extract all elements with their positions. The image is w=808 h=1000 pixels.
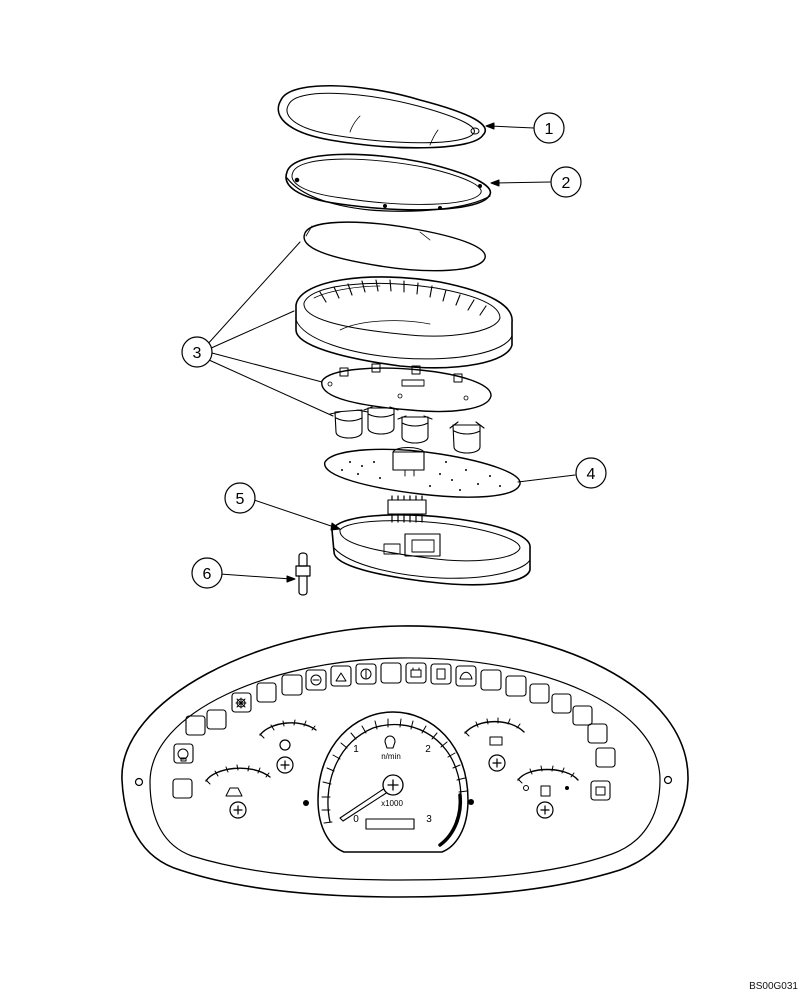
- tach-tick-label-1: 1: [353, 744, 359, 755]
- tach-red-zone: [438, 793, 463, 847]
- leader-lines: [205, 122, 576, 583]
- callout-4: 4: [575, 457, 607, 489]
- figure-code: BS00G031: [749, 981, 798, 992]
- part-3-faceplate: [321, 363, 492, 413]
- part-3-decal: [303, 221, 486, 272]
- part-4-circuit-board: [324, 447, 521, 498]
- tach-engine-icon: [384, 735, 396, 749]
- part-6-bulb: [295, 552, 311, 596]
- mount-hole-right: [663, 775, 673, 785]
- svg-text:3: 3: [193, 345, 202, 362]
- part-2-lens: [285, 153, 492, 212]
- svg-text:4: 4: [587, 466, 596, 483]
- tach-tick-label-3: 3: [426, 814, 432, 825]
- left-lower-gauge: [205, 764, 271, 819]
- part-3-housing: [295, 276, 513, 369]
- callout-3: 3: [181, 336, 213, 368]
- part-5-rear-housing: [331, 495, 531, 586]
- tachometer: [303, 711, 474, 853]
- left-upper-gauge: [259, 719, 317, 774]
- svg-text:1: 1: [545, 121, 554, 138]
- callout-5: 5: [224, 482, 256, 514]
- right-lower-gauge: [517, 765, 579, 819]
- callout-1: 1: [533, 112, 565, 144]
- svg-text:2: 2: [562, 175, 571, 192]
- tach-text: 0 1 2 3 n/min x1000: [353, 744, 432, 825]
- indicator-lamp-row: [172, 662, 616, 801]
- cluster-outer-bezel: [121, 625, 689, 898]
- tach-unit-label: n/min: [381, 752, 401, 761]
- svg-text:6: 6: [203, 566, 212, 583]
- tach-tick-label-0: 0: [353, 814, 359, 825]
- callout-6: 6: [191, 557, 223, 589]
- callout-2: 2: [550, 166, 582, 198]
- svg-text:5: 5: [236, 491, 245, 508]
- part-1-bezel: [277, 84, 486, 149]
- mount-hole-left: [134, 777, 144, 787]
- right-upper-gauge: [464, 717, 525, 772]
- tach-hour-display: [365, 818, 415, 830]
- tach-tick-label-2: 2: [425, 744, 431, 755]
- cluster-inner-bezel: [149, 657, 661, 881]
- tach-scale-label: x1000: [381, 799, 403, 808]
- warning-icons: [177, 667, 606, 796]
- instrument-cluster: 0 1 2 3 n/min x1000: [121, 625, 689, 898]
- part-3-gauge-movements: [329, 406, 485, 454]
